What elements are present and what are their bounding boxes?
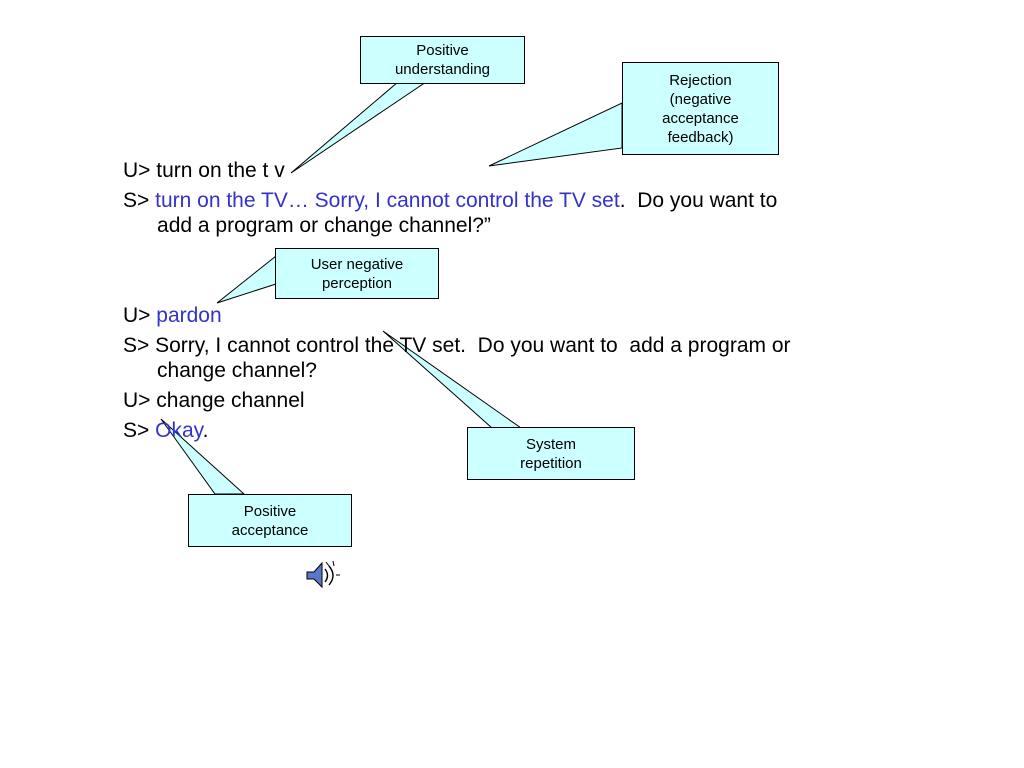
callout-rejection-negative-acceptance-feedback: Rejection (negative acceptance feedback) xyxy=(622,62,779,155)
dialogue-line-system-2: S> Sorry, I cannot control the TV set. D… xyxy=(88,308,790,357)
speaker-audio-icon[interactable] xyxy=(302,558,340,596)
callout-label-line: understanding xyxy=(394,61,491,78)
dialogue-transcript: U> turn on the t v S> turn on the TV… So… xyxy=(88,133,791,442)
dialogue-text-highlight: turn on the TV… Sorry, I cannot control … xyxy=(155,189,620,212)
callout-label-line: Positive xyxy=(243,502,297,520)
callout-label-line: feedback) xyxy=(667,128,734,146)
dialogue-text-highlight: Okay xyxy=(155,419,203,442)
dialogue-text: S> Sorry, I cannot control the TV set. D… xyxy=(123,334,791,357)
dialogue-speaker-prefix: S> xyxy=(123,419,156,442)
callout-positive-understanding: Positive understanding xyxy=(360,36,525,84)
callout-label-line: Positive xyxy=(416,42,469,59)
callout-label-line: repetition xyxy=(520,454,582,472)
dialogue-line-system-1: S> turn on the TV… Sorry, I cannot contr… xyxy=(88,163,791,212)
dialogue-speaker-prefix: S> xyxy=(123,189,156,212)
callout-label-line: User negative xyxy=(310,255,404,273)
callout-label-line: (negative xyxy=(669,90,732,108)
callout-user-negative-perception: User negative perception xyxy=(275,248,439,299)
dialogue-speaker-prefix: U> xyxy=(123,304,157,327)
callout-label-line: acceptance xyxy=(231,521,309,539)
callout-label-line: Rejection xyxy=(669,71,732,89)
dialogue-line-system-2-wrap: change channel? xyxy=(88,333,791,382)
callout-label-line: acceptance xyxy=(662,109,739,127)
dialogue-text-highlight: pardon xyxy=(156,304,222,327)
dialogue-line-user-3: U> change channel xyxy=(88,363,791,412)
callout-positive-acceptance: Positive acceptance xyxy=(188,494,352,547)
callout-label-line: System xyxy=(525,435,576,453)
dialogue-line-user-2: U> pardon xyxy=(88,278,791,327)
dialogue-text: U> turn on the t v xyxy=(123,159,285,182)
dialogue-line-system-3: S> Okay. xyxy=(88,393,791,442)
dialogue-text: . xyxy=(202,419,209,442)
dialogue-text: U> change channel xyxy=(123,389,305,412)
dialogue-line-system-1-wrap: add a program or change channel?” xyxy=(88,188,791,237)
dialogue-text: add a program or change channel?” xyxy=(157,214,491,237)
dialogue-line-user-1: U> turn on the t v xyxy=(88,133,791,182)
dialogue-text: change channel? xyxy=(157,359,317,382)
dialogue-text: . Do you want to xyxy=(619,189,778,212)
callout-system-repetition: System repetition xyxy=(467,427,635,480)
callout-label-line: perception xyxy=(321,274,393,292)
